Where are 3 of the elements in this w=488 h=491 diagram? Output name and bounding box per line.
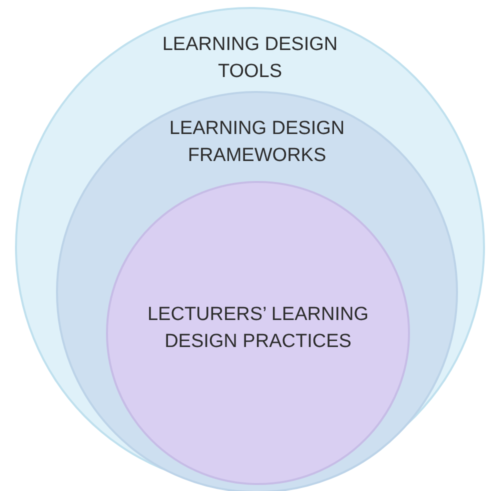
- circle-label: LEARNING DESIGN TOOLS: [161, 33, 339, 84]
- circle-label: LECTURERS’ LEARNING DESIGN PRACTICES: [146, 303, 370, 354]
- circle-label: LEARNING DESIGN FRAMEWORKS: [168, 117, 346, 168]
